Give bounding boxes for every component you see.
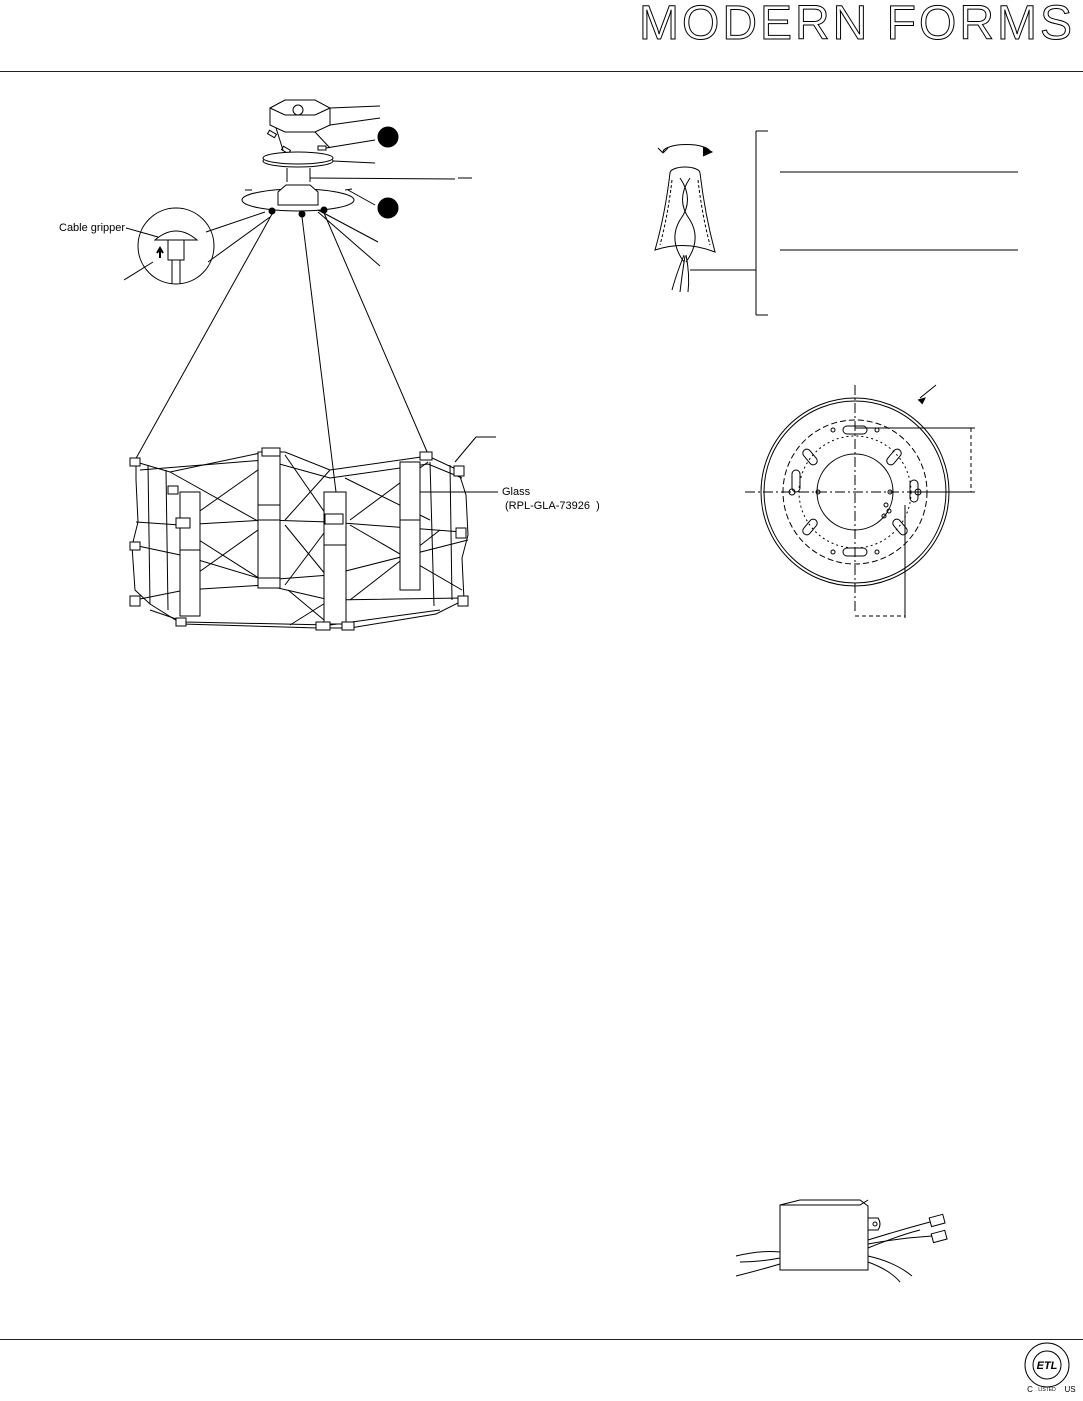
led-driver-diagram <box>735 1199 948 1283</box>
etl-listed-mark <box>1024 1342 1070 1388</box>
glass-part-open-paren: ( <box>505 500 509 512</box>
canopy-plate-diagram <box>745 384 975 618</box>
glass-part-code: RPL-GLA-73926 <box>508 500 590 512</box>
callout-marker-1 <box>377 126 399 148</box>
frame-joints <box>129 447 469 631</box>
cable-gripper-inset <box>123 207 271 285</box>
brand-logo: MODERN FORMS <box>639 0 1075 50</box>
glass-part-close-paren: ) <box>596 500 600 512</box>
fixture-frame <box>131 451 469 629</box>
wire-twist-diagram <box>654 130 1018 316</box>
callout-marker-2 <box>377 197 399 219</box>
junction-box <box>269 99 381 133</box>
etl-country-right: US <box>1064 1385 1075 1394</box>
etl-mark-text: ETL <box>1037 1360 1058 1372</box>
footer-rule <box>0 1339 1083 1340</box>
glass-leader <box>420 436 498 493</box>
etl-country-left: C <box>1027 1385 1033 1394</box>
fixture-exploded-diagram <box>123 99 498 631</box>
suspension-cables <box>133 212 429 493</box>
crossbar <box>262 151 472 182</box>
header-rule <box>0 71 1083 72</box>
etl-listed-text: LISTED <box>1038 1387 1056 1393</box>
cable-gripper-label: Cable gripper <box>59 222 126 234</box>
glass-part-number: (RPL-GLA-73926 ) <box>505 500 600 513</box>
glass-label: Glass <box>502 486 531 498</box>
canopy <box>241 184 381 267</box>
rotate-arrow-icon <box>662 144 711 153</box>
glass-cylinders <box>179 451 421 625</box>
